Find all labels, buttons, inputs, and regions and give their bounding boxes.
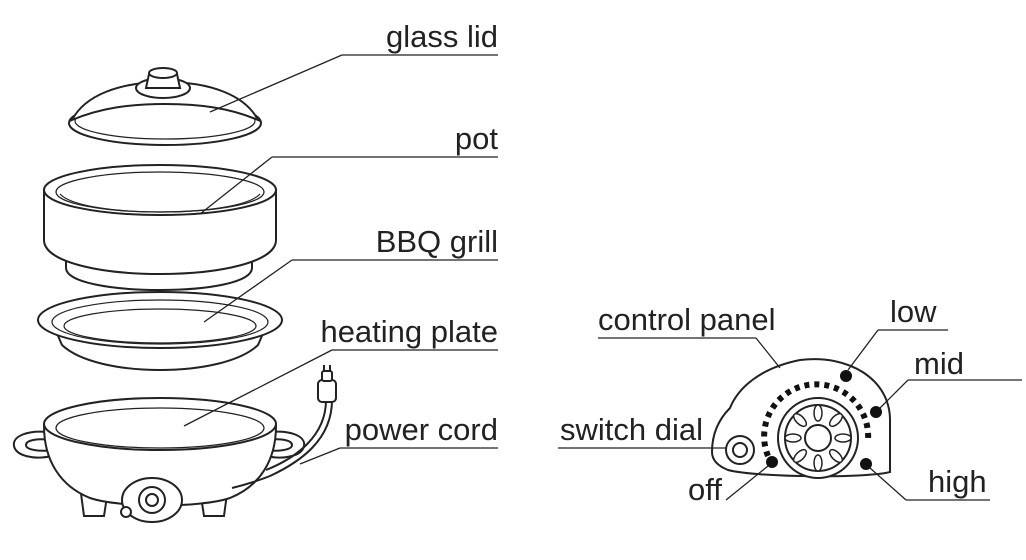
label-high: high (928, 464, 987, 499)
bbq-grill-drawing (37, 291, 283, 372)
control-panel-drawing (710, 358, 891, 479)
power-cord-drawing (231, 365, 337, 489)
high-indicator-dot (860, 458, 872, 470)
temperature-dial (777, 397, 859, 479)
glass-lid-drawing (68, 67, 262, 146)
pot-drawing (43, 164, 277, 292)
label-power-cord: power cord (345, 412, 498, 447)
label-pot: pot (455, 121, 498, 156)
leader-lines (183, 54, 1022, 501)
label-switch-dial: switch dial (560, 412, 703, 447)
off-indicator-dot (766, 456, 778, 468)
label-low: low (890, 294, 937, 329)
label-mid: mid (914, 346, 964, 381)
label-bbq-grill: BBQ grill (376, 224, 498, 259)
mid-indicator-dot (870, 406, 882, 418)
heating-plate-drawing (12, 397, 306, 523)
switch-dial-knob (725, 435, 755, 465)
low-indicator-dot (840, 370, 852, 382)
label-glass-lid: glass lid (386, 19, 498, 54)
label-control-panel: control panel (598, 302, 776, 337)
label-heating-plate: heating plate (320, 314, 498, 349)
label-off: off (688, 472, 722, 507)
